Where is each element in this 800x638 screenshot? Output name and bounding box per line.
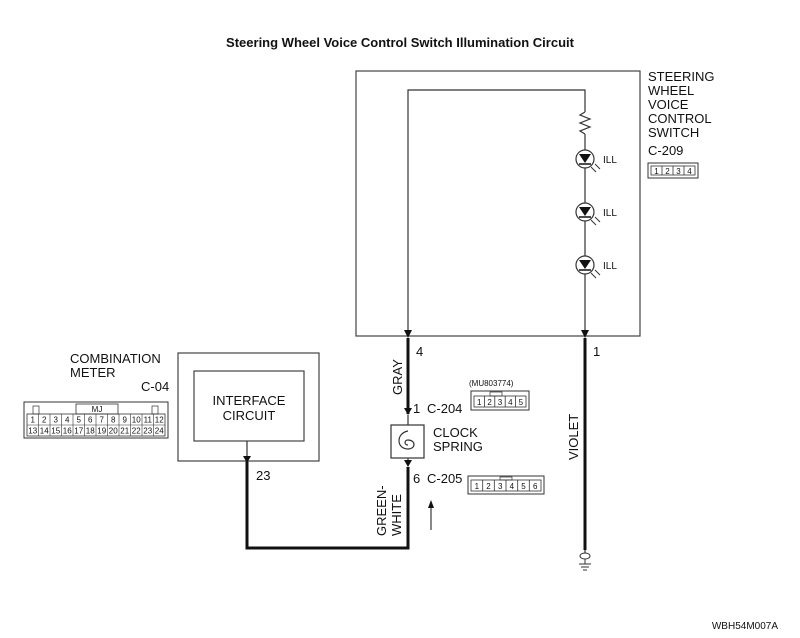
pin-label: 3 xyxy=(676,167,681,176)
pin-label: 2 xyxy=(665,167,670,176)
terminal-arrow-icon xyxy=(581,330,589,338)
pin-label: 15 xyxy=(51,427,60,436)
pin-label: 8 xyxy=(111,416,116,425)
terminal-arrow-icon xyxy=(404,330,412,338)
combination-meter-label: METER xyxy=(70,365,116,380)
terminal-arrow-icon xyxy=(404,460,412,467)
pin-label: 17 xyxy=(74,427,83,436)
pin-label: 18 xyxy=(86,427,95,436)
pin-label: 22 xyxy=(132,427,141,436)
pin-label: 3 xyxy=(54,416,59,425)
led-label: ILL xyxy=(603,208,617,219)
connector-c204-icon: 1 2 3 4 5 xyxy=(470,390,530,411)
connector-c04-label: C-04 xyxy=(141,379,169,394)
pin-label: 16 xyxy=(63,427,72,436)
wire-green-white-label: GREEN- xyxy=(374,485,389,536)
pin-label: 1 xyxy=(654,167,659,176)
pin-label: 1 xyxy=(477,398,482,407)
terminal-number: 6 xyxy=(413,471,420,486)
pin-label: 9 xyxy=(123,416,128,425)
clock-spring-box xyxy=(390,424,425,459)
switch-name-line: VOICE xyxy=(648,97,689,112)
pin-label: 1 xyxy=(475,482,480,491)
terminal-number: 1 xyxy=(593,344,600,359)
steering-switch-box xyxy=(355,70,641,337)
wire-gray-label: GRAY xyxy=(390,359,405,395)
pin-label: 5 xyxy=(521,482,526,491)
led-label: ILL xyxy=(603,261,617,272)
pin-label: 4 xyxy=(687,167,692,176)
pin-label: 4 xyxy=(65,416,70,425)
pin-label: 6 xyxy=(533,482,538,491)
terminal-number: 1 xyxy=(413,401,420,416)
pin-label: 4 xyxy=(508,398,513,407)
connector-mark: MJ xyxy=(92,405,103,414)
terminal-arrow-icon xyxy=(404,408,412,415)
pin-label: 11 xyxy=(144,416,153,425)
led-icon xyxy=(575,149,601,173)
wire-green-white xyxy=(245,461,410,550)
pin-label: 5 xyxy=(77,416,82,425)
pin-label: 13 xyxy=(28,427,37,436)
interface-circuit-label: CIRCUIT xyxy=(223,408,276,423)
wire-violet-label: VIOLET xyxy=(566,414,581,460)
led-label: ILL xyxy=(603,155,617,166)
connector-c205-label: C-205 xyxy=(427,471,462,486)
pin-label: 12 xyxy=(155,416,164,425)
led-icon xyxy=(575,255,601,279)
led-icon xyxy=(575,202,601,226)
pin-label: 24 xyxy=(155,427,164,436)
connector-c209-icon: 1 2 3 4 xyxy=(647,162,699,179)
pin-label: 6 xyxy=(88,416,93,425)
pin-label: 5 xyxy=(519,398,524,407)
pin-label: 3 xyxy=(498,482,503,491)
pin-label: 4 xyxy=(510,482,515,491)
interface-circuit-label: INTERFACE xyxy=(213,393,286,408)
resistor-icon xyxy=(578,111,592,135)
terminal-number: 23 xyxy=(256,468,270,483)
clock-spring-label: SPRING xyxy=(433,439,483,454)
current-arrow-icon xyxy=(428,500,434,530)
pin-label: 19 xyxy=(97,427,106,436)
pin-label: 2 xyxy=(42,416,47,425)
diagram-title: Steering Wheel Voice Control Switch Illu… xyxy=(226,35,575,50)
combination-meter-label: COMBINATION xyxy=(70,351,161,366)
pin-label: 20 xyxy=(109,427,118,436)
connector-c204-label: C-204 xyxy=(427,401,462,416)
pin-label: 21 xyxy=(120,427,129,436)
terminal-number: 4 xyxy=(416,344,423,359)
pin-label: 2 xyxy=(486,482,491,491)
pin-label: 7 xyxy=(100,416,105,425)
pin-label: 3 xyxy=(498,398,503,407)
switch-name-line: SWITCH xyxy=(648,125,699,140)
terminal-arrow-icon xyxy=(243,456,251,463)
pin-label: 2 xyxy=(487,398,492,407)
switch-name-line: CONTROL xyxy=(648,111,712,126)
connector-c205-icon: 1 2 3 4 5 6 xyxy=(467,475,545,495)
connector-c209-label: C-209 xyxy=(648,143,683,158)
part-number: (MU803774) xyxy=(469,379,514,388)
pin-label: 23 xyxy=(143,427,152,436)
ground-icon xyxy=(579,550,591,571)
internal-wire xyxy=(407,89,586,336)
clock-spring-label: CLOCK xyxy=(433,425,478,440)
steering-switch-label: STEERING WHEEL VOICE CONTROL SWITCH C-20… xyxy=(648,69,714,158)
clock-spring-icon xyxy=(398,430,415,450)
figure-code: WBH54M007A xyxy=(712,621,778,632)
pin-label: 14 xyxy=(40,427,49,436)
interface-circuit-box xyxy=(193,370,305,442)
pin-label: 10 xyxy=(132,416,141,425)
wire-green-white-label: WHITE xyxy=(389,494,404,536)
pin-label: 1 xyxy=(31,416,36,425)
switch-name-line: STEERING xyxy=(648,69,714,84)
switch-name-line: WHEEL xyxy=(648,83,694,98)
